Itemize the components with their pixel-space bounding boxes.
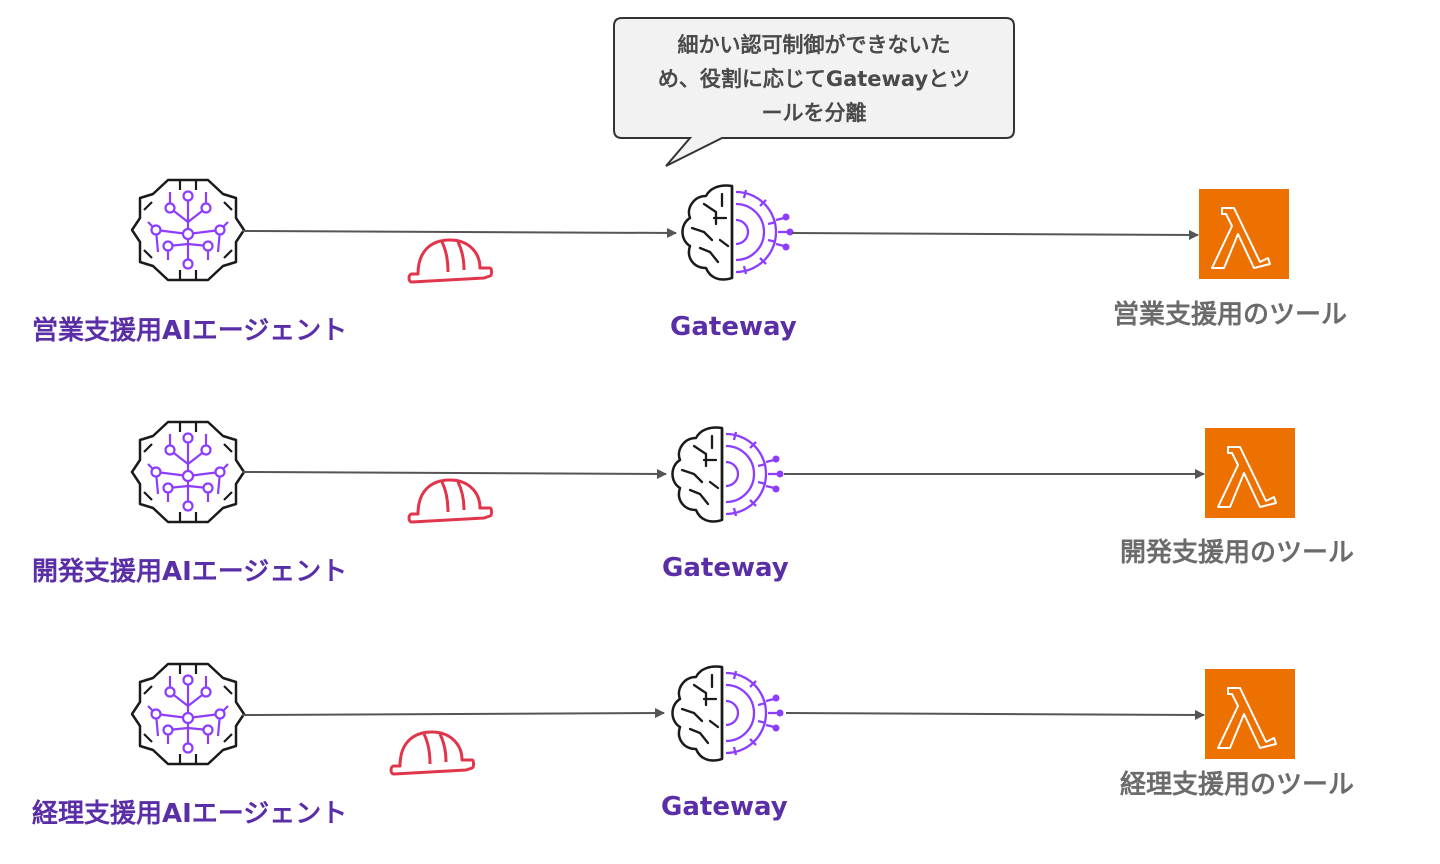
- tool-label: 営業支援用のツール: [1113, 300, 1348, 330]
- gateway-icon: [681, 184, 795, 281]
- arrow-agent-to-gateway: [241, 708, 665, 719]
- ai-agent-icon: [130, 420, 246, 524]
- agent-label: 開発支援用AIエージェント: [32, 557, 348, 587]
- agent-label: 営業支援用AIエージェント: [32, 316, 348, 346]
- callout-line: 細かい認可制御ができないた: [677, 33, 951, 57]
- callout-line: め、役割に応じてGatewayとツ: [657, 67, 971, 91]
- lambda-icon: [1198, 188, 1290, 280]
- arrow-agent-to-gateway: [241, 227, 677, 238]
- gateway-icon: [671, 426, 785, 523]
- lambda-icon: [1204, 668, 1296, 760]
- arrow-gateway-to-tool: [791, 229, 1199, 240]
- tool-label: 経理支援用のツール: [1120, 770, 1355, 800]
- ai-agent-icon: [130, 662, 246, 766]
- hard-hat-icon: [407, 238, 493, 284]
- callout-bubble: [613, 17, 1015, 167]
- tool-label: 開発支援用のツール: [1120, 538, 1355, 568]
- arrow-agent-to-gateway: [241, 468, 667, 479]
- callout-text: 細かい認可制御ができないた め、役割に応じてGatewayとツ ールを分離: [622, 28, 1006, 130]
- gateway-label: Gateway: [661, 792, 788, 822]
- hard-hat-icon: [407, 478, 493, 524]
- gateway-icon: [671, 665, 785, 762]
- hard-hat-icon: [389, 730, 475, 776]
- gateway-label: Gateway: [662, 553, 789, 583]
- ai-agent-icon: [130, 178, 246, 282]
- agent-label: 経理支援用AIエージェント: [32, 799, 348, 829]
- gateway-label: Gateway: [670, 312, 797, 342]
- lambda-icon: [1204, 427, 1296, 519]
- callout-line: ールを分離: [761, 101, 867, 125]
- arrow-gateway-to-tool: [785, 709, 1205, 720]
